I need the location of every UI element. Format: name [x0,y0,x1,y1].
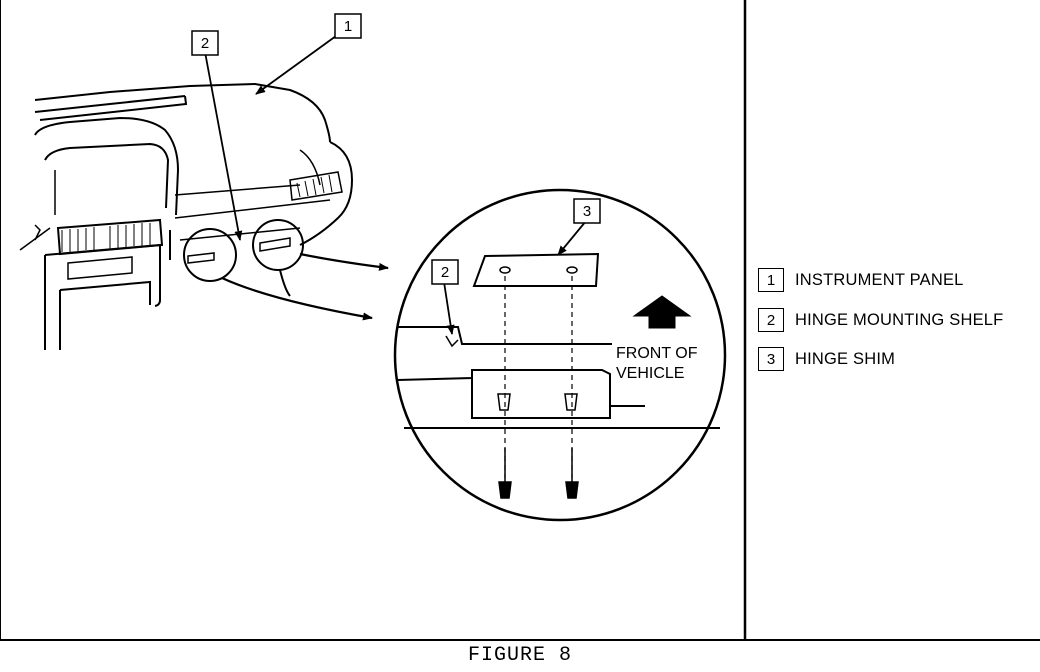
instrument-panel-drawing [19,82,354,350]
legend-number: 1 [758,268,784,292]
legend-label: INSTRUMENT PANEL [795,270,964,289]
svg-text:3: 3 [583,203,591,220]
legend-item-instrument-panel: 1 INSTRUMENT PANEL [758,267,964,293]
legend-label: HINGE SHIM [795,349,896,368]
front-of-vehicle-line2: VEHICLE [616,365,684,382]
legend-item-hinge-shim: 3 HINGE SHIM [758,346,895,372]
legend-label: HINGE MOUNTING SHELF [795,310,1004,329]
legend-number: 2 [758,308,784,332]
legend-number: 3 [758,347,784,371]
svg-text:2: 2 [441,264,449,281]
callout-2-detail: 2 [431,259,459,285]
svg-text:2: 2 [201,35,209,52]
svg-text:1: 1 [344,18,352,35]
front-arrow-icon [632,295,692,329]
callout-3-detail: 3 [573,198,601,224]
callout-1-main: 1 [334,13,362,39]
callout-2-main: 2 [191,30,219,56]
figure-caption: FIGURE 8 [467,644,572,667]
front-of-vehicle-line1: FRONT OF [616,345,698,362]
legend-item-hinge-mounting-shelf: 2 HINGE MOUNTING SHELF [758,307,1003,333]
detail-view [393,188,727,522]
